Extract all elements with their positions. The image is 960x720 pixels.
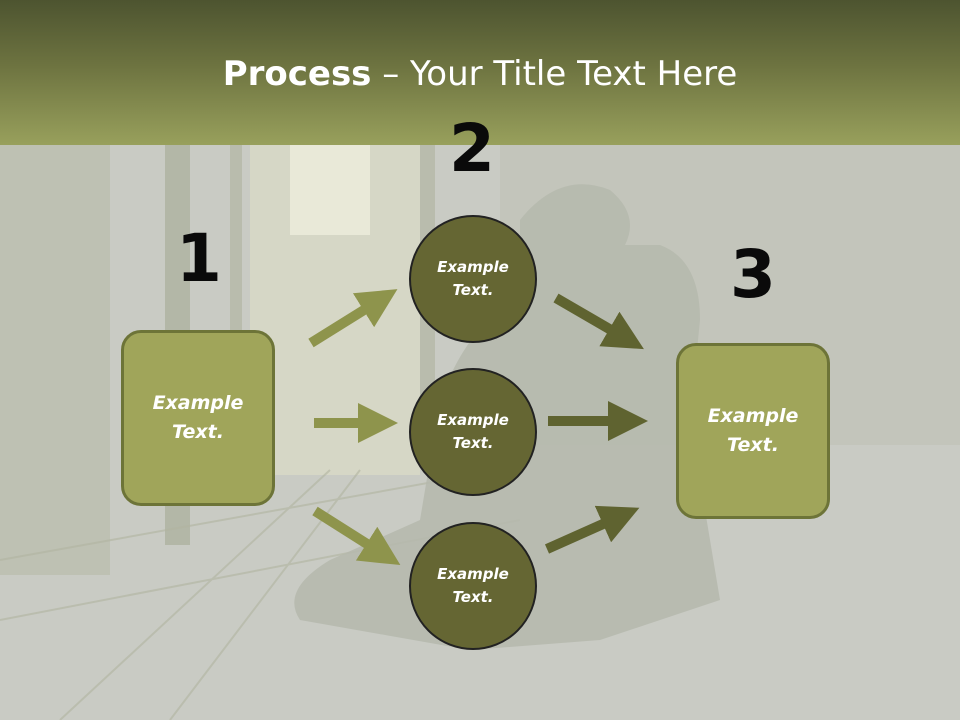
- title-rest: – Your Title Text Here: [371, 54, 738, 94]
- title-bold: Process: [222, 54, 372, 94]
- circle-bottom-text: Example Text.: [437, 565, 509, 606]
- circle-bottom[interactable]: Example Text.: [409, 522, 537, 650]
- title-bar: Process – Your Title Text Here: [0, 0, 960, 145]
- arrow-to-circle-top: [308, 289, 398, 348]
- circle-middle-text: Example Text.: [437, 411, 509, 452]
- slide-title: Process – Your Title Text Here: [0, 52, 960, 96]
- arrow-from-circle-top: [553, 293, 644, 350]
- step-1-text: Example Text.: [152, 392, 244, 443]
- step-number-1: 1: [176, 220, 222, 297]
- circle-middle[interactable]: Example Text.: [409, 368, 537, 496]
- step-3-text: Example Text.: [707, 405, 799, 456]
- arrow-from-circle-bottom: [544, 505, 640, 554]
- step-3-box[interactable]: Example Text.: [676, 343, 830, 519]
- circle-top-text: Example Text.: [437, 258, 509, 299]
- step-number-2: 2: [449, 110, 495, 187]
- step-number-3: 3: [730, 236, 776, 313]
- arrow-to-circle-bottom: [312, 506, 401, 566]
- circle-top[interactable]: Example Text.: [409, 215, 537, 343]
- step-1-box[interactable]: Example Text.: [121, 330, 275, 506]
